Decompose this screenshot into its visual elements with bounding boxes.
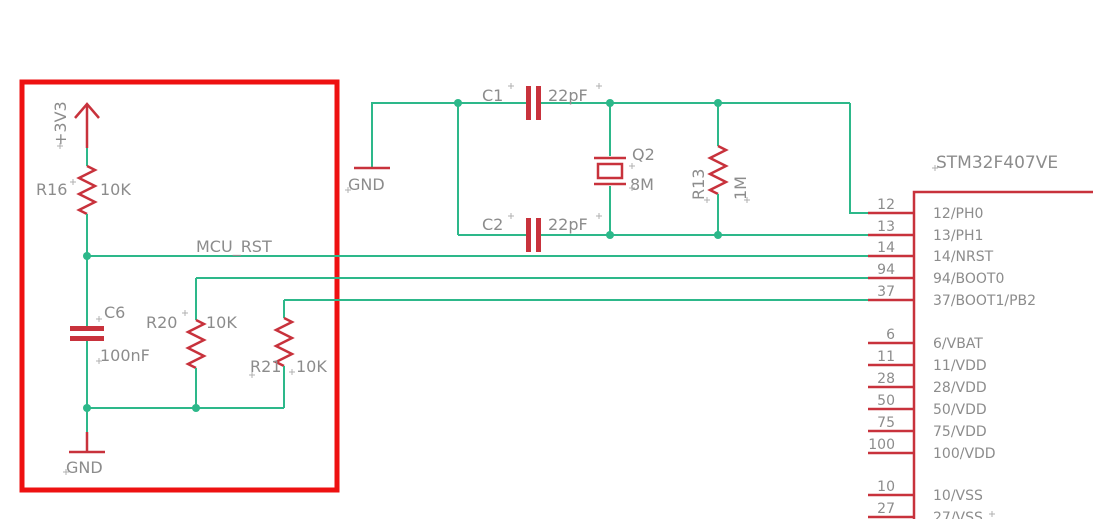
c6-name-label: C6	[104, 303, 125, 322]
c6-value-label: 100nF	[100, 346, 150, 365]
capacitor-c1-plate-right	[536, 86, 541, 120]
supply-3v3-symbol	[74, 102, 100, 148]
r20-name-label: R20	[146, 313, 177, 332]
mcu-pin-number: 11	[877, 349, 895, 365]
capacitor-c6-plate-top	[70, 326, 104, 331]
mcu-pin-number: 75	[877, 415, 895, 431]
resistor-r13	[707, 144, 729, 196]
mcu-pin-name: 12/PH0	[933, 206, 983, 222]
mcu-pin-name: 100/VDD	[933, 446, 996, 462]
mcu-pin-number: 37	[877, 284, 895, 300]
r21-name-label: R21	[250, 357, 281, 376]
c1-value-label: 22pF	[548, 86, 588, 105]
mcu-pin-name: 50/VDD	[933, 402, 987, 418]
mcu-pin-name: 14/NRST	[933, 249, 994, 265]
q2-value-label: 8M	[630, 175, 654, 194]
mcu-pin-name: 28/VDD	[933, 380, 987, 396]
gnd-top-label: GND	[348, 175, 385, 194]
mcu-pin-number: 10	[877, 479, 895, 495]
q2-name-label: Q2	[632, 145, 655, 164]
capacitor-c6-plate-bottom	[70, 336, 104, 341]
mcu-name-label: STM32F407VE	[936, 153, 1058, 173]
mcu-pin-number: 27	[877, 501, 895, 517]
capacitor-c1-plate-left	[526, 86, 531, 120]
r16-value-label: 10K	[100, 180, 131, 199]
mcu-pin-list: 12 12/PH0 13 13/PH1 14 14/NRST 94 94/BOOT0 37 37/…	[868, 197, 1036, 519]
reset-circuit-highlight-box	[19, 79, 340, 493]
resistor-r21	[273, 316, 295, 368]
mcu-pin-number: 94	[877, 262, 895, 278]
resistor-r20	[185, 318, 207, 370]
r16-name-label: R16	[36, 180, 67, 199]
mcu-pin-name: 11/VDD	[933, 358, 987, 374]
gnd-left-label: GND	[66, 458, 103, 477]
capacitor-c2-plate-right	[536, 218, 541, 252]
mcu-pin-number: 28	[877, 371, 895, 387]
crystal-q2	[594, 156, 626, 186]
c2-value-label: 22pF	[548, 215, 588, 234]
mcu-pin-name: 27/VSS	[933, 510, 983, 519]
wire-gnd-top	[371, 102, 458, 168]
mcu-pin-name: 94/BOOT0	[933, 271, 1004, 287]
mcu-pin-number: 100	[868, 437, 895, 453]
r21-value-label: 10K	[296, 357, 327, 376]
mcu-pin-number: 12	[877, 197, 895, 213]
r13-name-label: R13	[689, 169, 708, 200]
mcu-pin-number: 14	[877, 240, 895, 256]
mcu-pin-name: 75/VDD	[933, 424, 987, 440]
c1-name-label: C1	[482, 86, 503, 105]
mcu-pin-number: 50	[877, 393, 895, 409]
r20-value-label: 10K	[206, 313, 237, 332]
r13-value-label: 1M	[731, 176, 750, 200]
resistor-r16	[76, 164, 98, 216]
capacitor-c2-plate-left	[526, 218, 531, 252]
mcu-pin-number: 6	[886, 327, 895, 343]
mcu-pin-name: 6/VBAT	[933, 336, 983, 352]
net-mcu-rst-label: MCU_RST	[196, 237, 272, 257]
mcu-pin-name: 37/BOOT1/PB2	[933, 293, 1036, 309]
mcu-pin-number: 13	[877, 219, 895, 235]
origin-crosses	[57, 83, 995, 517]
supply-3v3-label: +3V3	[51, 101, 70, 146]
mcu-pin-name: 13/PH1	[933, 228, 983, 244]
mcu-pin-name: 10/VSS	[933, 488, 983, 504]
c2-name-label: C2	[482, 215, 503, 234]
